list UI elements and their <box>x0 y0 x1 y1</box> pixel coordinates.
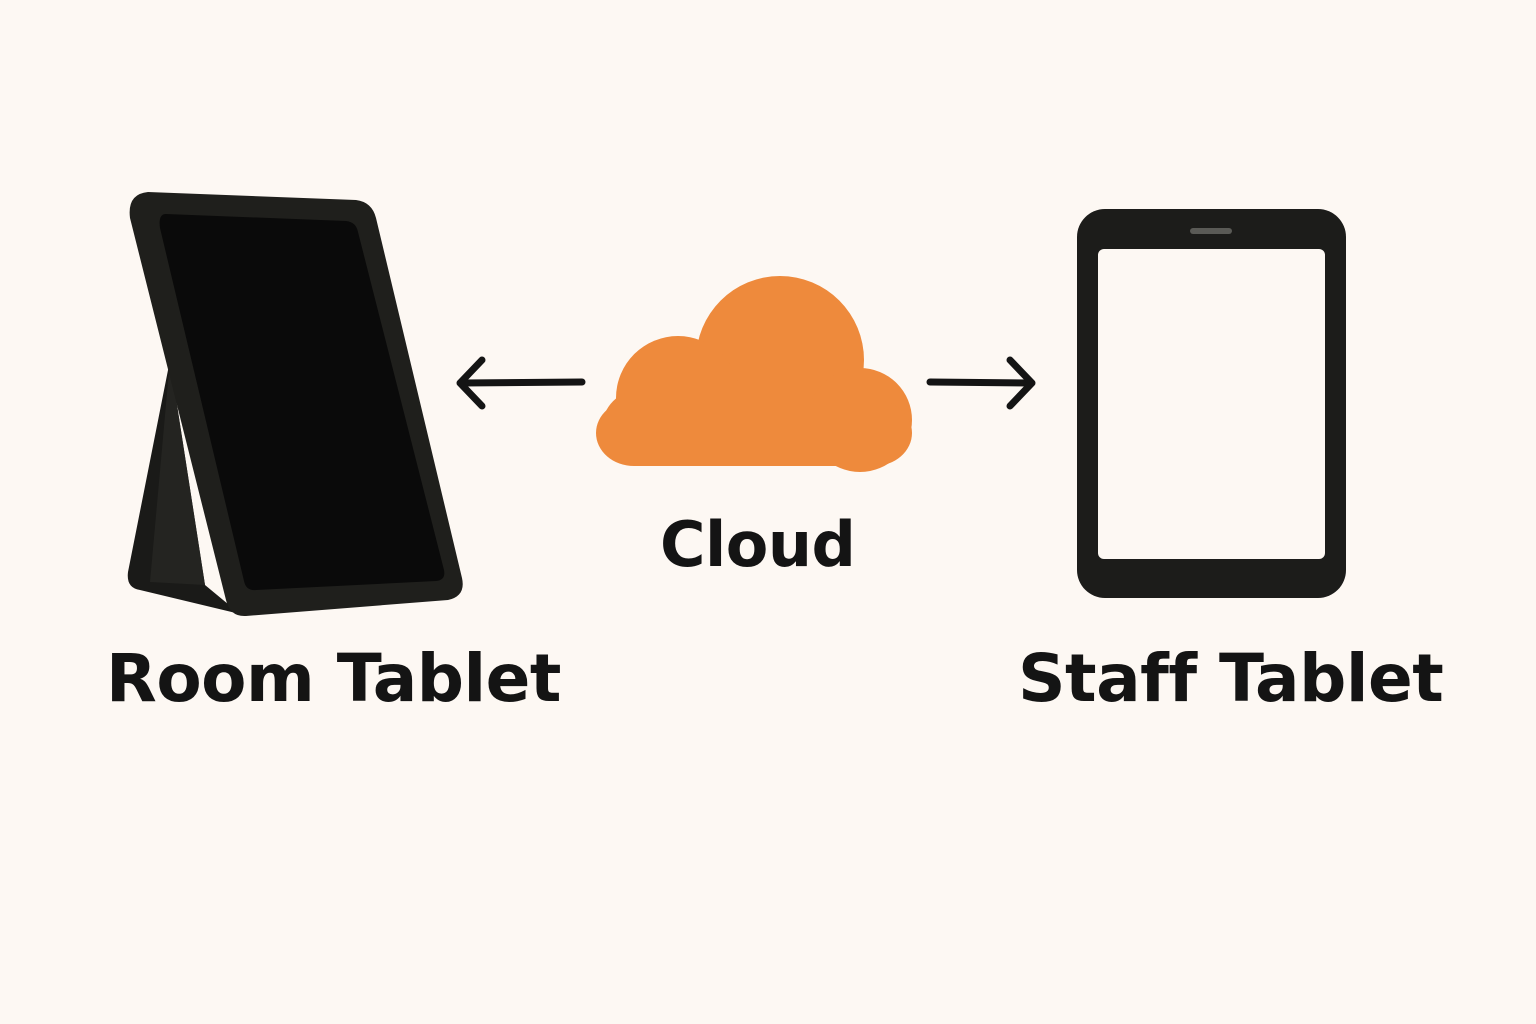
room-tablet-screen <box>159 214 445 591</box>
staff-tablet-label: Staff Tablet <box>1018 640 1444 717</box>
staff-tablet-speaker <box>1190 228 1232 234</box>
cloud-label: Cloud <box>660 508 856 581</box>
staff-tablet-screen <box>1098 249 1325 559</box>
room-tablet-label: Room Tablet <box>106 640 562 717</box>
